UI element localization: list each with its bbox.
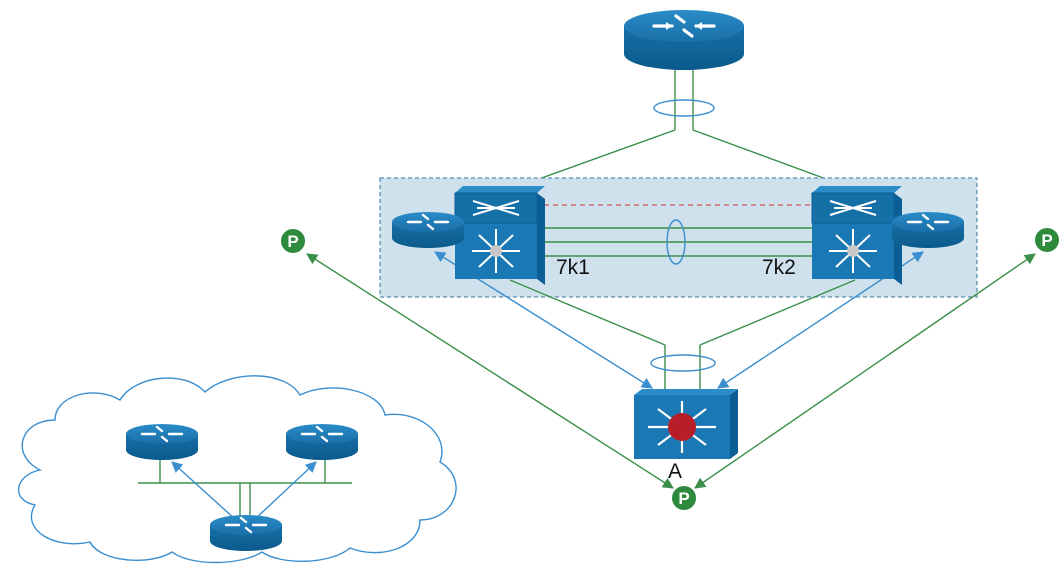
router-icon xyxy=(210,515,282,551)
nexus-switch-icon xyxy=(811,186,902,285)
access-switch-core xyxy=(668,413,696,441)
switch-label-7k2: 7k2 xyxy=(762,256,796,279)
router-icon xyxy=(126,424,198,460)
switch-label-a: A xyxy=(668,460,682,483)
peer-marker-bottom: P xyxy=(670,484,698,512)
uplink-bundle xyxy=(499,70,865,194)
peer-marker-right: P xyxy=(1033,226,1061,254)
switch-label-7k1: 7k1 xyxy=(556,256,590,279)
router-icon xyxy=(892,212,964,248)
nexus-switch-icon xyxy=(454,186,545,285)
layer3-switch-icon xyxy=(634,389,738,459)
svg-text:P: P xyxy=(287,232,298,251)
router-icon xyxy=(392,212,464,248)
port-channel-ring-bottom xyxy=(650,354,716,372)
port-channel-ring-peer xyxy=(666,219,686,265)
peering-arrows xyxy=(306,253,1036,489)
router-icon xyxy=(286,424,358,460)
svg-text:P: P xyxy=(1041,231,1052,250)
cloud-arrows xyxy=(171,461,317,521)
port-channel-ring-top xyxy=(653,99,715,117)
router-icon xyxy=(624,10,744,70)
peer-marker-left: P xyxy=(279,227,307,255)
svg-text:P: P xyxy=(678,489,689,508)
